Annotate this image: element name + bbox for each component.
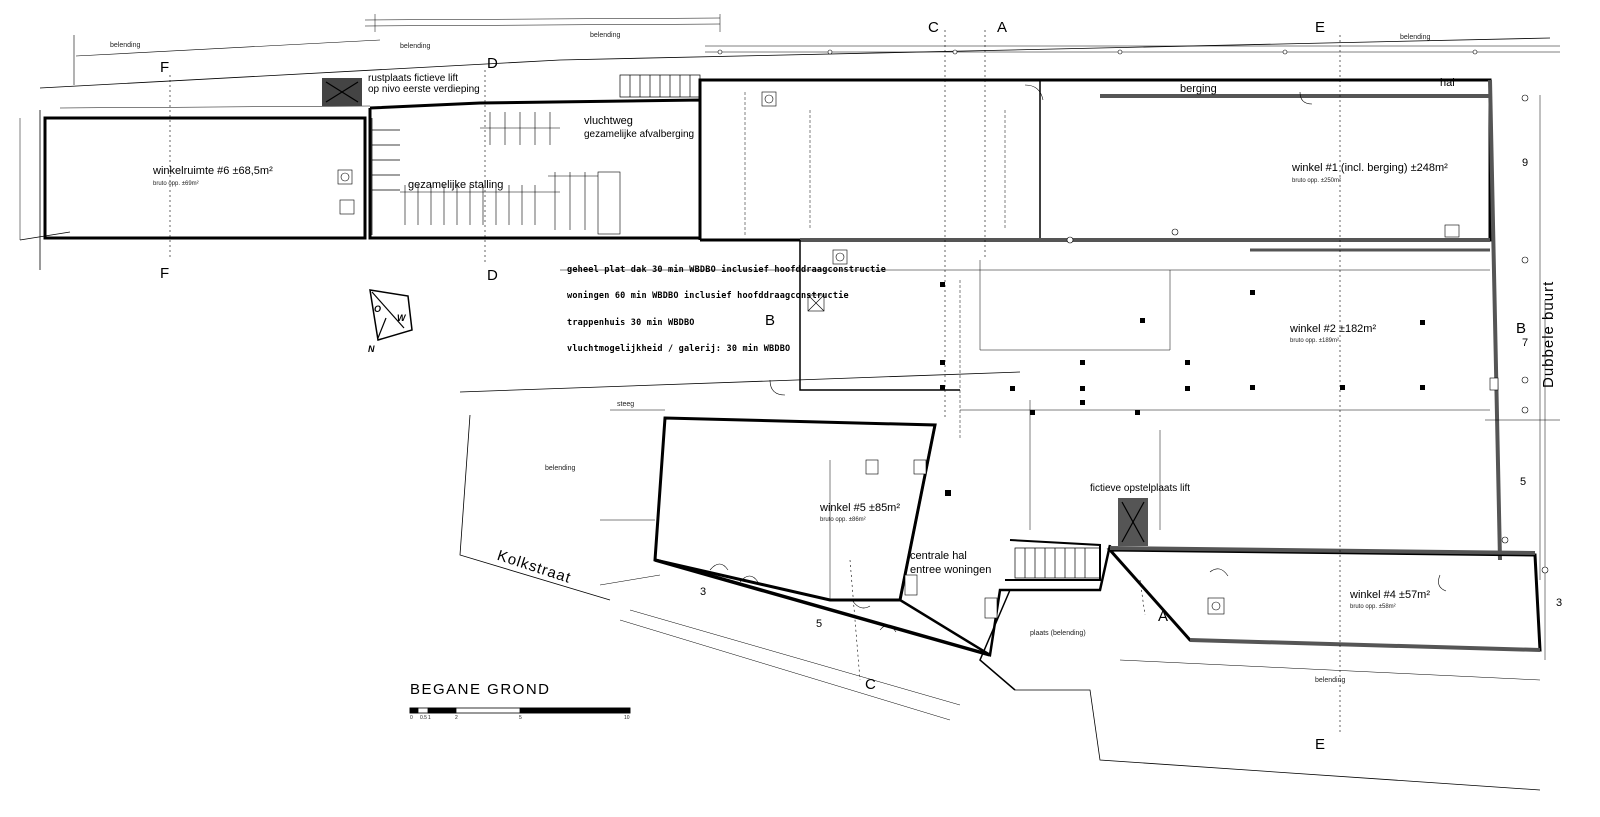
bicycle-parking — [400, 112, 600, 230]
room-sub-winkel5: bruto opp. ±86m² — [820, 517, 866, 523]
scale-label-2: 2 — [455, 715, 458, 721]
house-number-3-right: 3 — [1556, 597, 1563, 609]
house-number-5: 5 — [1520, 476, 1527, 488]
compass-o: O — [374, 304, 382, 314]
room-label-winkel1: winkel #1 (incl. berging) ±248m² — [1292, 162, 1448, 174]
room-label-winkel6: winkelruimte #6 ±68,5m² — [153, 165, 273, 177]
note-woningen: woningen 60 min WBDBO inclusief hoofddra… — [567, 291, 849, 301]
room-label-winkel4: winkel #4 ±57m² — [1350, 589, 1431, 601]
door-swings — [709, 84, 1447, 633]
belending-label-6: belending — [1315, 677, 1346, 684]
compass-w: W — [397, 313, 406, 323]
grid-axis-lines — [169, 30, 1341, 735]
house-number-9: 9 — [1522, 157, 1529, 169]
scale-label-1: 1 — [428, 715, 431, 721]
room-label-afvalberging: gezamelijke afvalberging — [584, 129, 695, 140]
grid-label-b-left: B — [765, 312, 776, 329]
room-sub-winkel6: bruto opp. ±69m² — [153, 181, 199, 187]
belending-label-4: belending — [1400, 34, 1431, 41]
fixtures — [337, 49, 1549, 619]
room-label-centrale-hal: centrale hal — [910, 550, 967, 562]
note-galerij: vluchtmogelijkheid / galerij: 30 min WBD… — [567, 344, 791, 354]
grid-label-c-top: C — [928, 19, 939, 36]
room-sub-winkel1: bruto opp. ±250m² — [1292, 178, 1341, 184]
house-number-5-kolk: 5 — [816, 618, 823, 630]
belending-label-2: belending — [400, 43, 431, 50]
grid-label-f-top: F — [160, 59, 170, 76]
lift-rest-label: rustplaats fictieve lift — [368, 73, 459, 84]
compass-n: N — [368, 344, 375, 354]
house-number-3-kolk: 3 — [700, 586, 707, 598]
room-label-entree: entree woningen — [910, 564, 992, 576]
belending-label-3: belending — [590, 32, 621, 39]
belending-label-5: belending — [545, 465, 576, 472]
room-label-berging: berging — [1180, 83, 1217, 95]
grid-label-b-right: B — [1516, 320, 1527, 337]
scale-label-05: 0.5 — [420, 715, 427, 721]
lift-blocks — [322, 78, 1148, 546]
grid-label-a-bottom: A — [1158, 608, 1169, 625]
walls — [43, 78, 1542, 691]
scale-label-0: 0 — [410, 715, 413, 721]
scale-label-10: 10 — [624, 715, 630, 721]
interior-lines — [599, 92, 1560, 600]
grid-label-c-bottom: C — [865, 676, 876, 693]
stairs — [371, 74, 1101, 579]
grid-label-d-top: D — [487, 55, 498, 72]
grid-label-d-bottom: D — [487, 267, 498, 284]
compass-symbol — [369, 289, 413, 341]
note-trappenhuis: trappenhuis 30 min WBDBO — [567, 318, 695, 328]
grid-label-f-bottom: F — [160, 265, 170, 282]
house-number-7: 7 — [1522, 337, 1529, 349]
column-markers — [940, 282, 1425, 496]
room-label-winkel5: winkel #5 ±85m² — [820, 502, 901, 514]
grid-label-e-bottom: E — [1315, 736, 1326, 753]
room-label-stalling: gezamelijke stalling — [408, 179, 504, 191]
grid-label-a-top: A — [997, 19, 1008, 36]
site-lines — [19, 35, 1551, 791]
room-label-steeg: steeg — [617, 401, 635, 408]
room-label-vluchtweg: vluchtweg — [584, 115, 633, 127]
drawing-title: BEGANE GROND — [410, 681, 551, 698]
room-sub-winkel4: bruto opp. ±58m² — [1350, 604, 1396, 610]
lift-rest-label-2: op nivo eerste verdieping — [368, 84, 480, 95]
note-roof: geheel plat dak 30 min WBDBO inclusief h… — [567, 265, 887, 275]
scale-label-5: 5 — [519, 715, 522, 721]
belending-label-1: belending — [110, 42, 141, 49]
room-label-winkel2: winkel #2 ±182m² — [1290, 323, 1377, 335]
room-label-plaats: plaats (belending) — [1030, 630, 1086, 637]
street-dubbele-buurt: Dubbele buurt — [1540, 280, 1557, 388]
room-sub-winkel2: bruto opp. ±189m² — [1290, 338, 1339, 344]
lift-standing-label: fictieve opstelplaats lift — [1090, 483, 1191, 494]
room-label-hal: hal — [1440, 77, 1455, 89]
scale-bar — [409, 707, 631, 714]
dimension-lines — [19, 14, 1560, 721]
grid-label-e-top: E — [1315, 19, 1326, 36]
